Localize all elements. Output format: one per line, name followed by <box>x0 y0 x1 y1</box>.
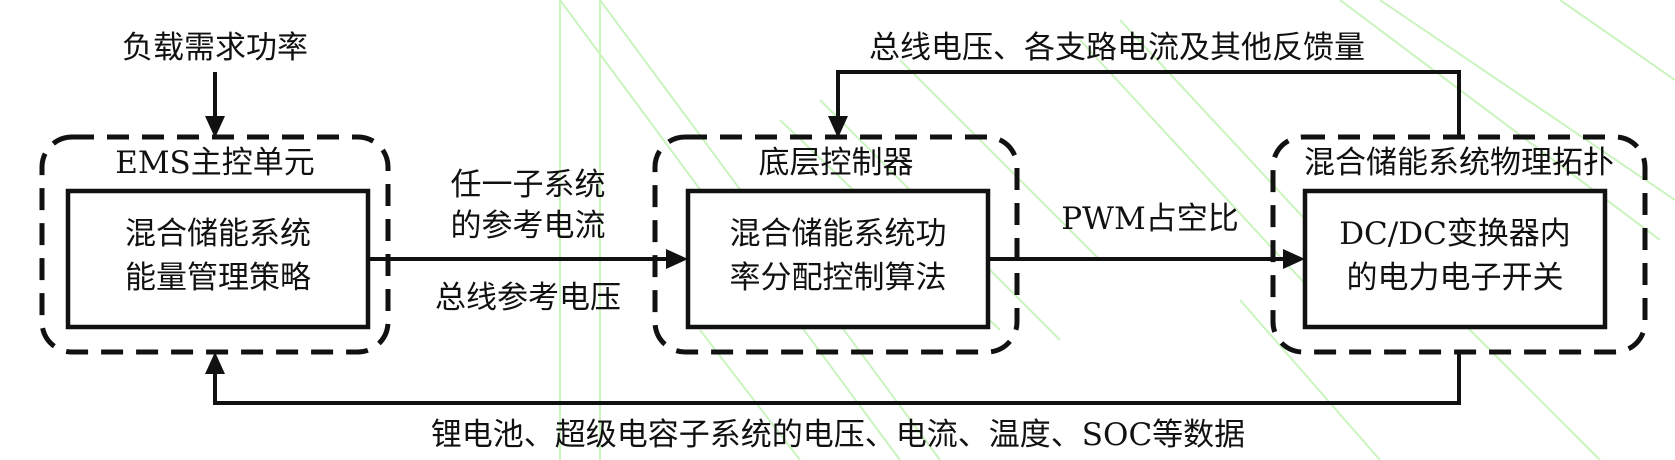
top-feedback-line <box>836 70 1461 137</box>
ems-group-title: EMS主控单元 <box>115 145 315 181</box>
controller-algorithm-line1: 混合储能系统功 <box>730 216 947 252</box>
reference-current-label-line2: 的参考电流 <box>451 208 606 244</box>
topology-switch-line1: DC/DC变换器内 <box>1339 216 1571 252</box>
bus-reference-voltage-label: 总线参考电压 <box>435 280 621 316</box>
bottom-feedback-label: 锂电池、超级电容子系统的电压、电流、温度、SOC等数据 <box>431 417 1245 453</box>
controller-algorithm-line2: 率分配控制算法 <box>730 260 947 296</box>
load-demand-arrowhead <box>205 116 225 138</box>
top-feedback-label: 总线电压、各支路电流及其他反馈量 <box>869 30 1365 66</box>
controller-algorithm-box <box>685 188 991 330</box>
ems-to-controller-arrowhead <box>666 249 688 269</box>
ems-strategy-box <box>65 188 371 330</box>
load-demand-label: 负载需求功率 <box>122 30 308 66</box>
controller-group-frame <box>652 134 1020 355</box>
bottom-feedback-arrowhead <box>205 352 225 374</box>
controller-group-title: 底层控制器 <box>759 145 914 181</box>
topology-switch-box <box>1302 188 1608 330</box>
top-feedback-arrowhead <box>828 116 848 138</box>
reference-current-label-line1: 任一子系统 <box>451 167 606 203</box>
controller-to-topology-arrowhead <box>1283 249 1305 269</box>
ems-strategy-line1: 混合储能系统 <box>125 216 311 252</box>
topology-switch-line2: 的电力电子开关 <box>1347 260 1564 296</box>
topology-group-title: 混合储能系统物理拓扑 <box>1304 145 1614 181</box>
pwm-duty-label: PWM占空比 <box>1061 201 1238 237</box>
ems-strategy-line2: 能量管理策略 <box>125 260 311 296</box>
bottom-feedback-line <box>213 352 1461 405</box>
